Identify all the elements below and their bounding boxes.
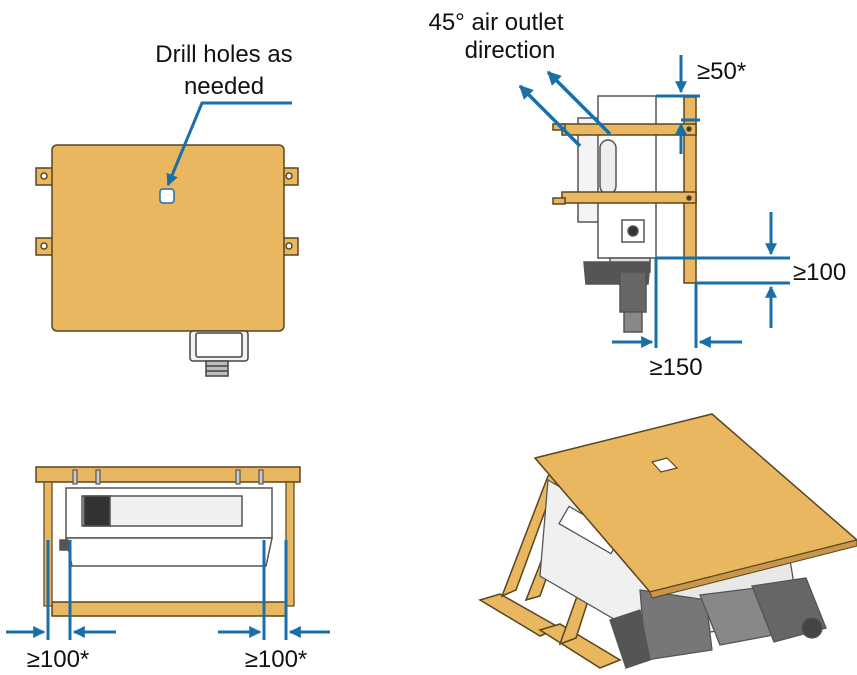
front-view: Drill holes as needed [35,41,299,377]
right-clearance-dimension [218,540,330,640]
drill-hole-leader [166,101,292,187]
iso-sun-cover [533,413,857,593]
bottom-view-screws [72,469,264,485]
drill-hole [159,188,175,204]
isometric-view [478,413,857,669]
bottom-clearance-dimension [656,212,790,328]
drill-holes-label-line2: needed [184,73,264,100]
iso-drill-hole [650,457,679,473]
air-outlet-label-line2: direction [465,37,556,64]
side-clearance-label: ≥150 [649,354,702,381]
air-outlet-arrows [518,70,612,148]
bottom-view-base-plate [51,601,287,617]
right-clearance-label: ≥100* [245,646,308,673]
iso-cover-edge [649,539,857,599]
side-view: 45° air outlet direction ≥50* ≥100 ≥150 [428,9,846,381]
bottom-view-device [59,487,273,567]
top-clearance-dimension [656,55,700,154]
side-clearance-dimension [612,258,742,348]
sun-cover-plate [51,144,285,332]
left-clearance-dimension [6,540,116,640]
bottom-clearance-label: ≥100 [793,259,846,286]
drill-holes-label-line1: Drill holes as [155,41,292,68]
air-outlet-label-line1: 45° air outlet [428,9,563,36]
top-clearance-label: ≥50* [697,58,746,85]
bottom-view-top-plate [35,466,301,483]
bottom-view: ≥100* ≥100* [6,466,330,673]
front-view-connector-box [189,330,249,377]
left-clearance-label: ≥100* [27,646,90,673]
